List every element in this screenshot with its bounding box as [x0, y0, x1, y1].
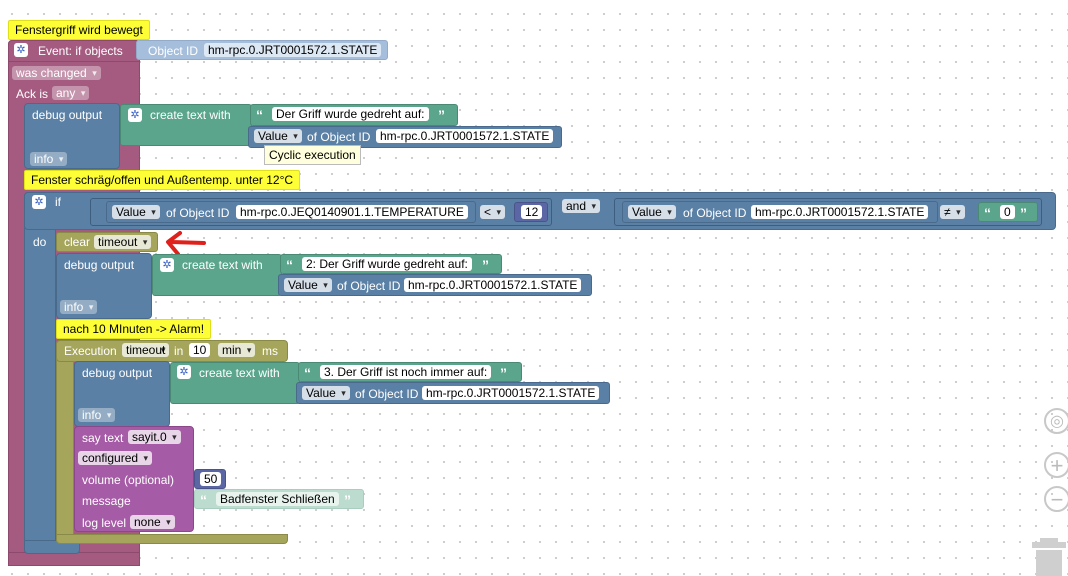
- log-level-dropdown-2[interactable]: info: [60, 300, 98, 314]
- message-label: message: [82, 494, 131, 508]
- object-id-field-cond2[interactable]: hm-rpc.0.JRT0001572.1.STATE: [751, 205, 929, 219]
- message-field[interactable]: Badfenster Schließen: [216, 492, 339, 506]
- unit-dropdown[interactable]: min: [218, 343, 256, 357]
- say-text-label: say text: [82, 431, 124, 445]
- string-field-1[interactable]: Der Griff wurde gedreht auf:: [272, 107, 429, 121]
- volume-field[interactable]: 50: [200, 472, 222, 486]
- tooltip: Cyclic execution: [264, 145, 361, 165]
- execution-label: Execution: [64, 344, 117, 358]
- of-object-label-3: of Object ID: [355, 387, 419, 401]
- timeout-bottom: [56, 534, 288, 544]
- object-id-label: Object ID: [148, 44, 199, 58]
- log-level-dropdown-1[interactable]: info: [30, 152, 68, 166]
- object-id-field[interactable]: hm-rpc.0.JRT0001572.1.STATE: [204, 43, 382, 57]
- value-dropdown-1[interactable]: Value: [254, 129, 302, 143]
- if-block[interactable]: [24, 192, 56, 552]
- say-mode-dropdown[interactable]: configured: [78, 451, 153, 465]
- and-dropdown[interactable]: and: [562, 199, 601, 213]
- quote-close-icon: ”: [500, 365, 507, 381]
- red-arrow-annotation: [166, 231, 206, 256]
- zoom-out-icon[interactable]: −: [1044, 486, 1068, 512]
- do-label: do: [33, 235, 47, 249]
- operator-dropdown-cond2[interactable]: ≠: [940, 205, 965, 219]
- trash-icon[interactable]: [1030, 536, 1068, 576]
- string-field-2[interactable]: 2: Der Griff wurde gedreht auf:: [302, 257, 472, 271]
- value-dropdown-cond1[interactable]: Value: [112, 205, 160, 219]
- value-dropdown-3[interactable]: Value: [302, 386, 350, 400]
- gear-icon[interactable]: ✲: [32, 195, 46, 209]
- debug-output-label-3: debug output: [82, 366, 153, 380]
- quote-open-icon: “: [200, 492, 207, 508]
- quote-close-icon: ”: [1020, 205, 1027, 221]
- quote-close-icon: ”: [344, 492, 351, 508]
- object-id-field-cond1[interactable]: hm-rpc.0.JEQ0140901.1.TEMPERATURE: [236, 205, 468, 219]
- create-text-block-3[interactable]: [170, 362, 300, 404]
- change-mode-dropdown[interactable]: was changed: [12, 66, 101, 80]
- quote-open-icon: “: [286, 257, 293, 273]
- in-label: in: [174, 344, 184, 358]
- string-field-3[interactable]: 3. Der Griff ist noch immer auf:: [320, 365, 492, 379]
- of-object-label-cond1: of Object ID: [166, 206, 230, 220]
- object-id-field-2[interactable]: hm-rpc.0.JRT0001572.1.STATE: [376, 129, 554, 143]
- ack-dropdown[interactable]: any: [52, 86, 90, 100]
- value-dropdown-cond2[interactable]: Value: [628, 205, 676, 219]
- log-level-label: log level: [82, 516, 127, 530]
- object-id-field-4[interactable]: hm-rpc.0.JRT0001572.1.STATE: [422, 386, 600, 400]
- string-field-cond2[interactable]: 0: [1000, 205, 1015, 219]
- comment-timeout[interactable]: nach 10 MInuten -> Alarm!: [56, 319, 212, 339]
- create-text-label-3: create text with: [199, 366, 280, 380]
- gear-icon[interactable]: ✲: [177, 365, 191, 379]
- create-text-label-1: create text with: [150, 108, 231, 122]
- gear-icon[interactable]: ✲: [128, 108, 142, 122]
- of-object-label-cond2: of Object ID: [683, 206, 747, 220]
- clear-timer-dropdown[interactable]: timeout: [94, 235, 152, 249]
- debug-output-label-2: debug output: [64, 258, 135, 272]
- quote-close-icon: ”: [482, 257, 489, 273]
- event-label: Event: if objects: [38, 44, 123, 58]
- gear-icon[interactable]: ✲: [14, 43, 28, 57]
- comment-if[interactable]: Fenster schräg/offen und Außentemp. unte…: [24, 170, 301, 190]
- sayit-instance-dropdown[interactable]: sayit.0: [128, 430, 181, 444]
- if-label: if: [55, 195, 61, 209]
- quote-open-icon: “: [984, 205, 991, 221]
- number-field-cond1[interactable]: 12: [521, 205, 543, 219]
- timeout-block[interactable]: [56, 340, 74, 544]
- clear-label: clear: [64, 235, 91, 249]
- gear-icon[interactable]: ✲: [160, 258, 174, 272]
- of-object-label-1: of Object ID: [307, 130, 371, 144]
- quote-open-icon: “: [304, 365, 311, 381]
- zoom-in-icon[interactable]: +: [1044, 452, 1068, 478]
- amount-field[interactable]: 10: [189, 343, 211, 357]
- timeout-timer-dropdown[interactable]: timeout: [122, 343, 170, 357]
- log-level-dropdown-say[interactable]: none: [130, 515, 175, 529]
- debug-output-label-1: debug output: [32, 108, 103, 122]
- recenter-icon[interactable]: ◎: [1044, 408, 1068, 434]
- quote-open-icon: “: [256, 107, 263, 123]
- operator-dropdown-cond1[interactable]: <: [480, 205, 506, 219]
- comment-event[interactable]: Fenstergriff wird bewegt: [8, 20, 150, 40]
- quote-close-icon: ”: [438, 107, 445, 123]
- log-level-dropdown-3[interactable]: info: [78, 408, 116, 422]
- volume-label: volume (optional): [82, 473, 175, 487]
- create-text-label-2: create text with: [182, 258, 263, 272]
- of-object-label-2: of Object ID: [337, 279, 401, 293]
- ms-label: ms: [262, 344, 278, 358]
- object-id-field-3[interactable]: hm-rpc.0.JRT0001572.1.STATE: [404, 278, 582, 292]
- ack-label: Ack is: [16, 87, 49, 101]
- event-block-bottom: [8, 552, 140, 566]
- value-dropdown-2[interactable]: Value: [284, 278, 332, 292]
